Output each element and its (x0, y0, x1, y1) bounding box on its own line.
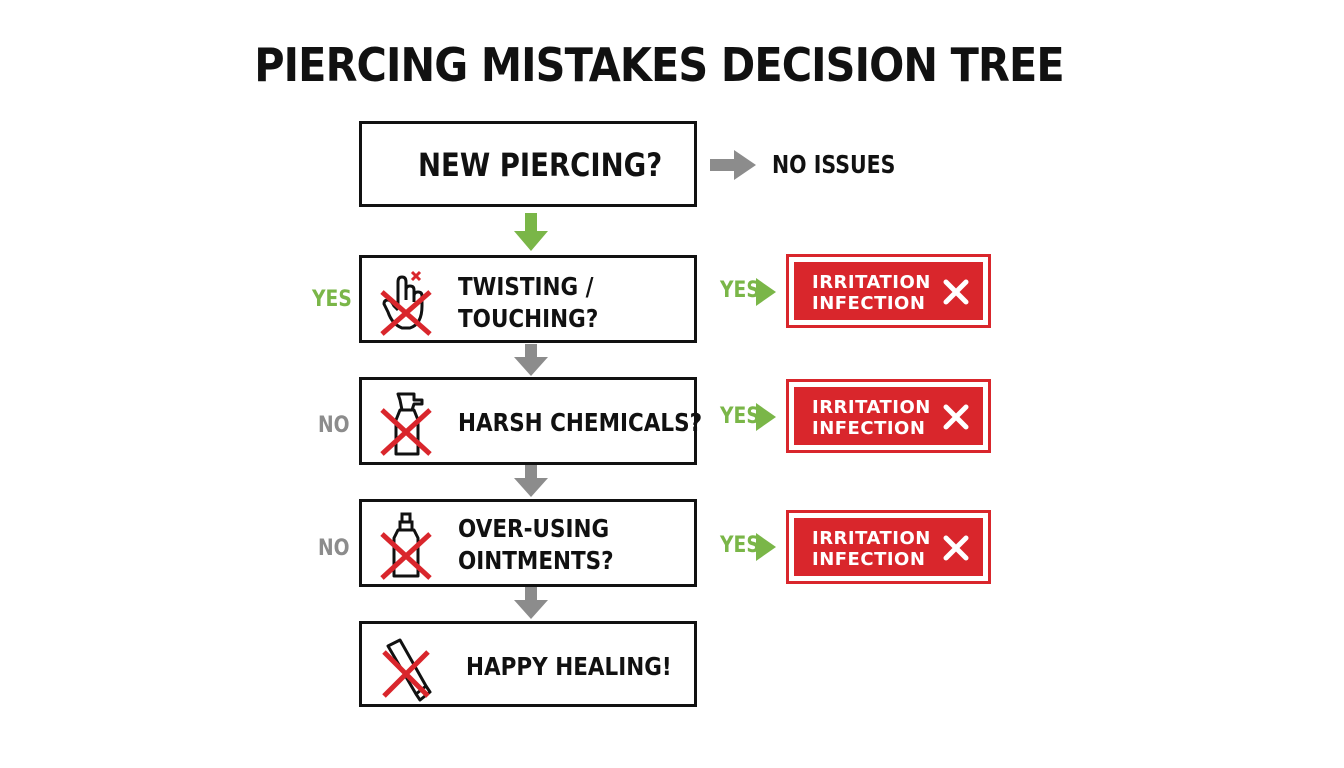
step-1-left-label: YES (312, 287, 352, 312)
step-1-line1: TWISTING / (458, 272, 594, 301)
step-2-outcome-badge: IRRITATION INFECTION (786, 379, 991, 453)
step-1-line2: TOUCHING? (458, 304, 599, 333)
down-arrow-gray (514, 465, 548, 497)
hand-touch-icon (380, 270, 432, 336)
step-2-outcome-line2: INFECTION (812, 418, 926, 439)
step-1-node: TWISTING / TOUCHING? (359, 255, 697, 343)
close-icon (943, 535, 969, 561)
no-issues-label: NO ISSUES (772, 150, 896, 179)
no-issues-arrow (710, 150, 756, 180)
step-1-outcome-line1: IRRITATION (812, 272, 931, 293)
step-2-node: HARSH CHEMICALS? (359, 377, 702, 465)
step-1-outcome-badge: IRRITATION INFECTION (786, 254, 991, 328)
ointment-bottle-icon (380, 512, 432, 580)
ointment-tube-icon (382, 638, 432, 702)
step-1-right-arrow (756, 278, 776, 306)
step-3-outcome-line2: INFECTION (812, 549, 926, 570)
step-2-outcome-line1: IRRITATION (812, 397, 931, 418)
start-node-label: NEW PIERCING? (418, 146, 663, 184)
step-3-right-arrow (756, 533, 776, 561)
step-2-right-label: YES (720, 404, 760, 429)
start-node: NEW PIERCING? (359, 121, 697, 207)
step-2-left-label: NO (318, 413, 350, 438)
step-3-right-label: YES (720, 533, 760, 558)
step-3-outcome-line1: IRRITATION (812, 528, 931, 549)
end-node-label: HAPPY HEALING! (466, 652, 672, 681)
end-node: HAPPY HEALING! (359, 621, 697, 707)
close-icon (943, 279, 969, 305)
close-icon (943, 404, 969, 430)
step-3-node: OVER-USING OINTMENTS? (359, 499, 697, 587)
step-3-outcome-badge: IRRITATION INFECTION (786, 510, 991, 584)
step-3-left-label: NO (318, 536, 350, 561)
down-arrow-gray (514, 344, 548, 376)
step-3-line1: OVER-USING (458, 514, 610, 543)
diagram-title: PIERCING MISTAKES DECISION TREE (254, 38, 1064, 92)
down-arrow-gray (514, 587, 548, 619)
down-arrow-green (514, 213, 548, 251)
step-2-right-arrow (756, 403, 776, 431)
step-1-outcome-line2: INFECTION (812, 293, 926, 314)
step-1-right-label: YES (720, 278, 760, 303)
step-3-line2: OINTMENTS? (458, 546, 614, 575)
step-2-line1: HARSH CHEMICALS? (458, 408, 703, 437)
spray-bottle-icon (380, 392, 432, 456)
